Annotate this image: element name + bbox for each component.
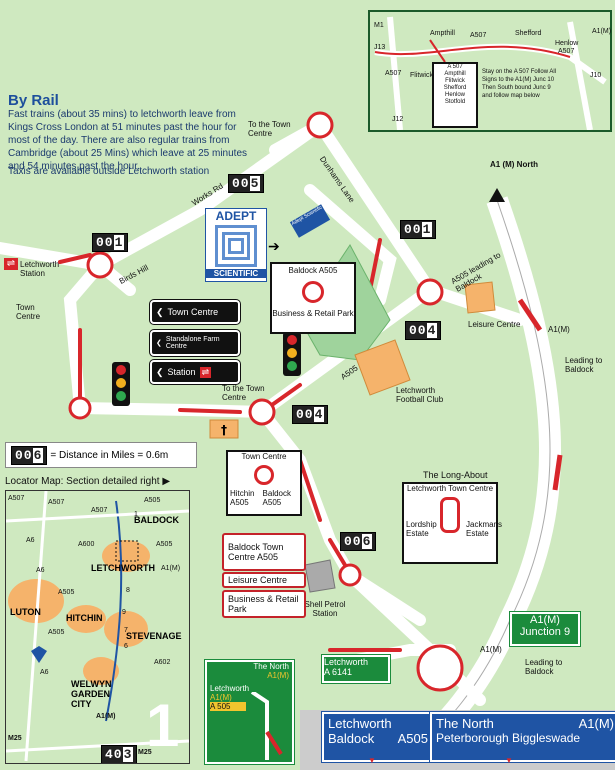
locator-label: A505 xyxy=(144,497,161,504)
baldock-town-sign: Baldock Town Centre A505 xyxy=(222,533,306,571)
town-label: LUTON xyxy=(10,607,41,617)
svg-text:†: † xyxy=(221,423,227,437)
locator-label: A507 xyxy=(91,507,108,514)
long-about-sign: Letchworth Town Centre Lordship Estate J… xyxy=(402,482,502,564)
distance-legend: 006 = Distance in Miles = 0.6m xyxy=(5,442,197,468)
inset-note: Stay on the A 507 Follow All Signs to th… xyxy=(482,69,557,99)
standalone-sign: ❮Standalone Farm Centre xyxy=(150,330,240,356)
locator-label: 7 xyxy=(124,627,128,634)
arrow-down-icon: ▼ xyxy=(368,756,376,765)
town-label: LETCHWORTH xyxy=(91,563,155,573)
locator-label: A505 xyxy=(58,589,75,596)
distance-odometer: 004 xyxy=(292,405,329,424)
locator-label: 6 xyxy=(124,643,128,650)
locator-label: A505 xyxy=(156,541,173,548)
distance-odometer: 403 xyxy=(101,745,138,763)
locator-label: A600 xyxy=(78,541,95,548)
locator-label: M25 xyxy=(138,749,152,756)
station-sign: ❮Station⇌ xyxy=(150,360,240,384)
road-label: A1 (M) North xyxy=(490,160,538,169)
locator-label: A507 xyxy=(48,499,65,506)
town-label: STEVENAGE xyxy=(126,631,182,641)
locator-map: A507 A507 A505 A507 A6 A600 A505 A6 A1(M… xyxy=(5,490,190,764)
inset-label: J13 xyxy=(374,44,386,51)
locator-label: A1(M) xyxy=(161,565,181,572)
locator-label: A505 xyxy=(48,629,65,636)
big-number: 1 xyxy=(146,692,180,759)
distance-odometer: 005 xyxy=(228,174,265,193)
intro-title: By Rail xyxy=(8,92,59,109)
inset-label: Shefford xyxy=(515,30,542,37)
business-park-sign: Business & Retail Park xyxy=(222,590,306,618)
place-label: Letchworth Football Club xyxy=(396,386,444,404)
town-centre-sign: ❮Town Centre xyxy=(150,300,240,324)
town-label: WELWYN GARDEN CITY xyxy=(71,679,112,709)
road-label: Leading to Baldock xyxy=(565,356,603,374)
inset-label: Flitwick xyxy=(410,72,433,79)
distance-odometer: 004 xyxy=(405,321,442,340)
inset-map: M1 J13 A507 Ampthill Flitwick A507 Sheff… xyxy=(368,10,612,132)
locator-label: 8 xyxy=(126,587,130,594)
place-label: The Long-About xyxy=(423,470,488,480)
a1m-junction9-sign: A1(M)Junction 9 xyxy=(510,612,580,646)
inset-label: A1(M) xyxy=(592,28,612,35)
town-label: BALDOCK xyxy=(134,515,179,525)
inset-label: Ampthill xyxy=(430,30,455,37)
road-label: A1(M) xyxy=(548,325,570,334)
baldock-roundabout-sign: Baldock A505 Business & Retail Park xyxy=(270,262,356,334)
north-sign: The North A1(M) Letchworth A1(M) A 505 xyxy=(205,660,294,764)
rail-icon: ⇌ xyxy=(4,258,18,270)
place-label: To the Town Centre xyxy=(222,384,265,402)
place-label: Leisure Centre xyxy=(468,320,521,329)
locator-label: 1 xyxy=(134,511,138,518)
place-label: Town Centre xyxy=(16,303,41,321)
inset-label: A507 xyxy=(470,32,487,39)
inset-roads xyxy=(374,16,607,130)
locator-label: A507 xyxy=(8,495,25,502)
traffic-light-icon xyxy=(283,332,301,376)
intro-taxis: Taxis are available outside Letchworth s… xyxy=(8,166,210,177)
distance-odometer: 006 xyxy=(340,532,377,551)
locator-title: Locator Map: Section detailed right ▶ xyxy=(5,476,171,487)
locator-label: A602 xyxy=(154,659,171,666)
locator-label: A6 xyxy=(36,567,45,574)
triangle-right-icon: ▶ xyxy=(162,476,171,487)
place-label: Letchworth Station xyxy=(20,260,60,278)
inset-label: J10 xyxy=(590,72,602,79)
arrow-down-icon: ▼ xyxy=(505,756,513,765)
arrow-icon: ➔ xyxy=(268,238,280,254)
locator-label: 9 xyxy=(122,609,126,616)
road-label: Leading to Baldock xyxy=(525,658,563,676)
place-label: To the Town Centre xyxy=(248,120,291,138)
road-label: A1(M) xyxy=(480,645,502,654)
inset-label: A507 xyxy=(558,48,575,55)
locator-label: A1(M) xyxy=(96,713,116,720)
inset-label: J12 xyxy=(392,116,404,123)
inset-label: Henlow xyxy=(555,40,579,47)
traffic-light-icon xyxy=(112,362,130,406)
place-label: Shell Petrol Station xyxy=(304,600,346,618)
leisure-centre-sign: Leisure Centre xyxy=(222,572,306,588)
adept-logo: ADEPT SCIENTIFIC xyxy=(205,208,267,282)
distance-odometer: 001 xyxy=(400,220,437,239)
locator-roads xyxy=(6,491,189,762)
inset-label: M1 xyxy=(374,22,384,29)
locator-label: A6 xyxy=(40,669,49,676)
inset-label: A507 xyxy=(385,70,402,77)
distance-odometer: 001 xyxy=(92,233,129,252)
intro-paragraph: Fast trains (about 35 mins) to letchwort… xyxy=(8,109,248,172)
locator-label: M25 xyxy=(8,735,22,742)
locator-label: A6 xyxy=(26,537,35,544)
town-label: HITCHIN xyxy=(66,613,103,623)
